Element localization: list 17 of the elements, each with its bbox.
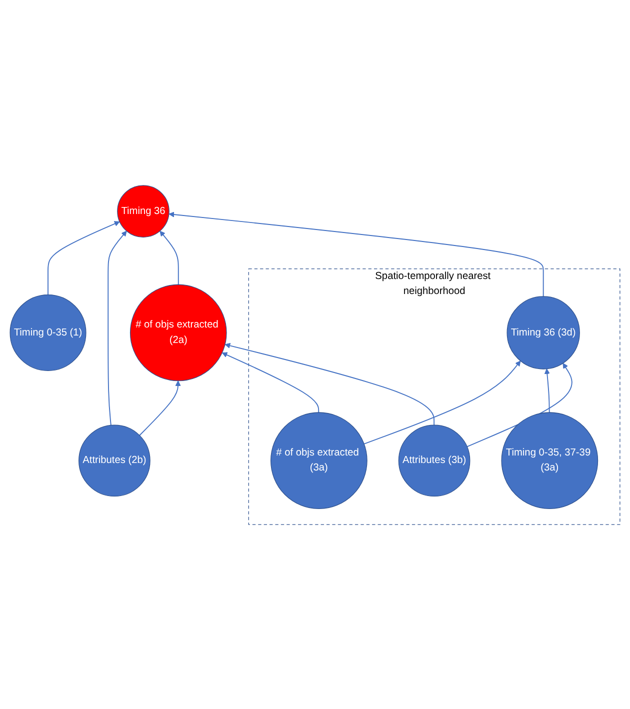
node-circle: Attributes (2b) (78, 424, 150, 496)
arrow (364, 360, 521, 444)
arrow (160, 230, 179, 285)
arrow (108, 230, 127, 426)
node-circle: Attributes (3b) (398, 424, 470, 496)
arrow (224, 342, 435, 425)
arrow (139, 380, 181, 436)
node-circle: # of objs extracted (2a) (130, 284, 227, 381)
node-circle: Timing 36 (117, 184, 170, 237)
arrow (544, 368, 550, 412)
arrow (48, 220, 120, 295)
arrow (222, 352, 320, 412)
node-circle: Timing 0-35 (1) (10, 294, 86, 370)
node-circle: # of objs extracted (3a) (270, 412, 368, 509)
node-circle: Timing 36 (3d) (506, 296, 580, 369)
node-circle: Timing 0-35, 37-39 (3a) (501, 412, 598, 509)
arrow (168, 211, 544, 296)
